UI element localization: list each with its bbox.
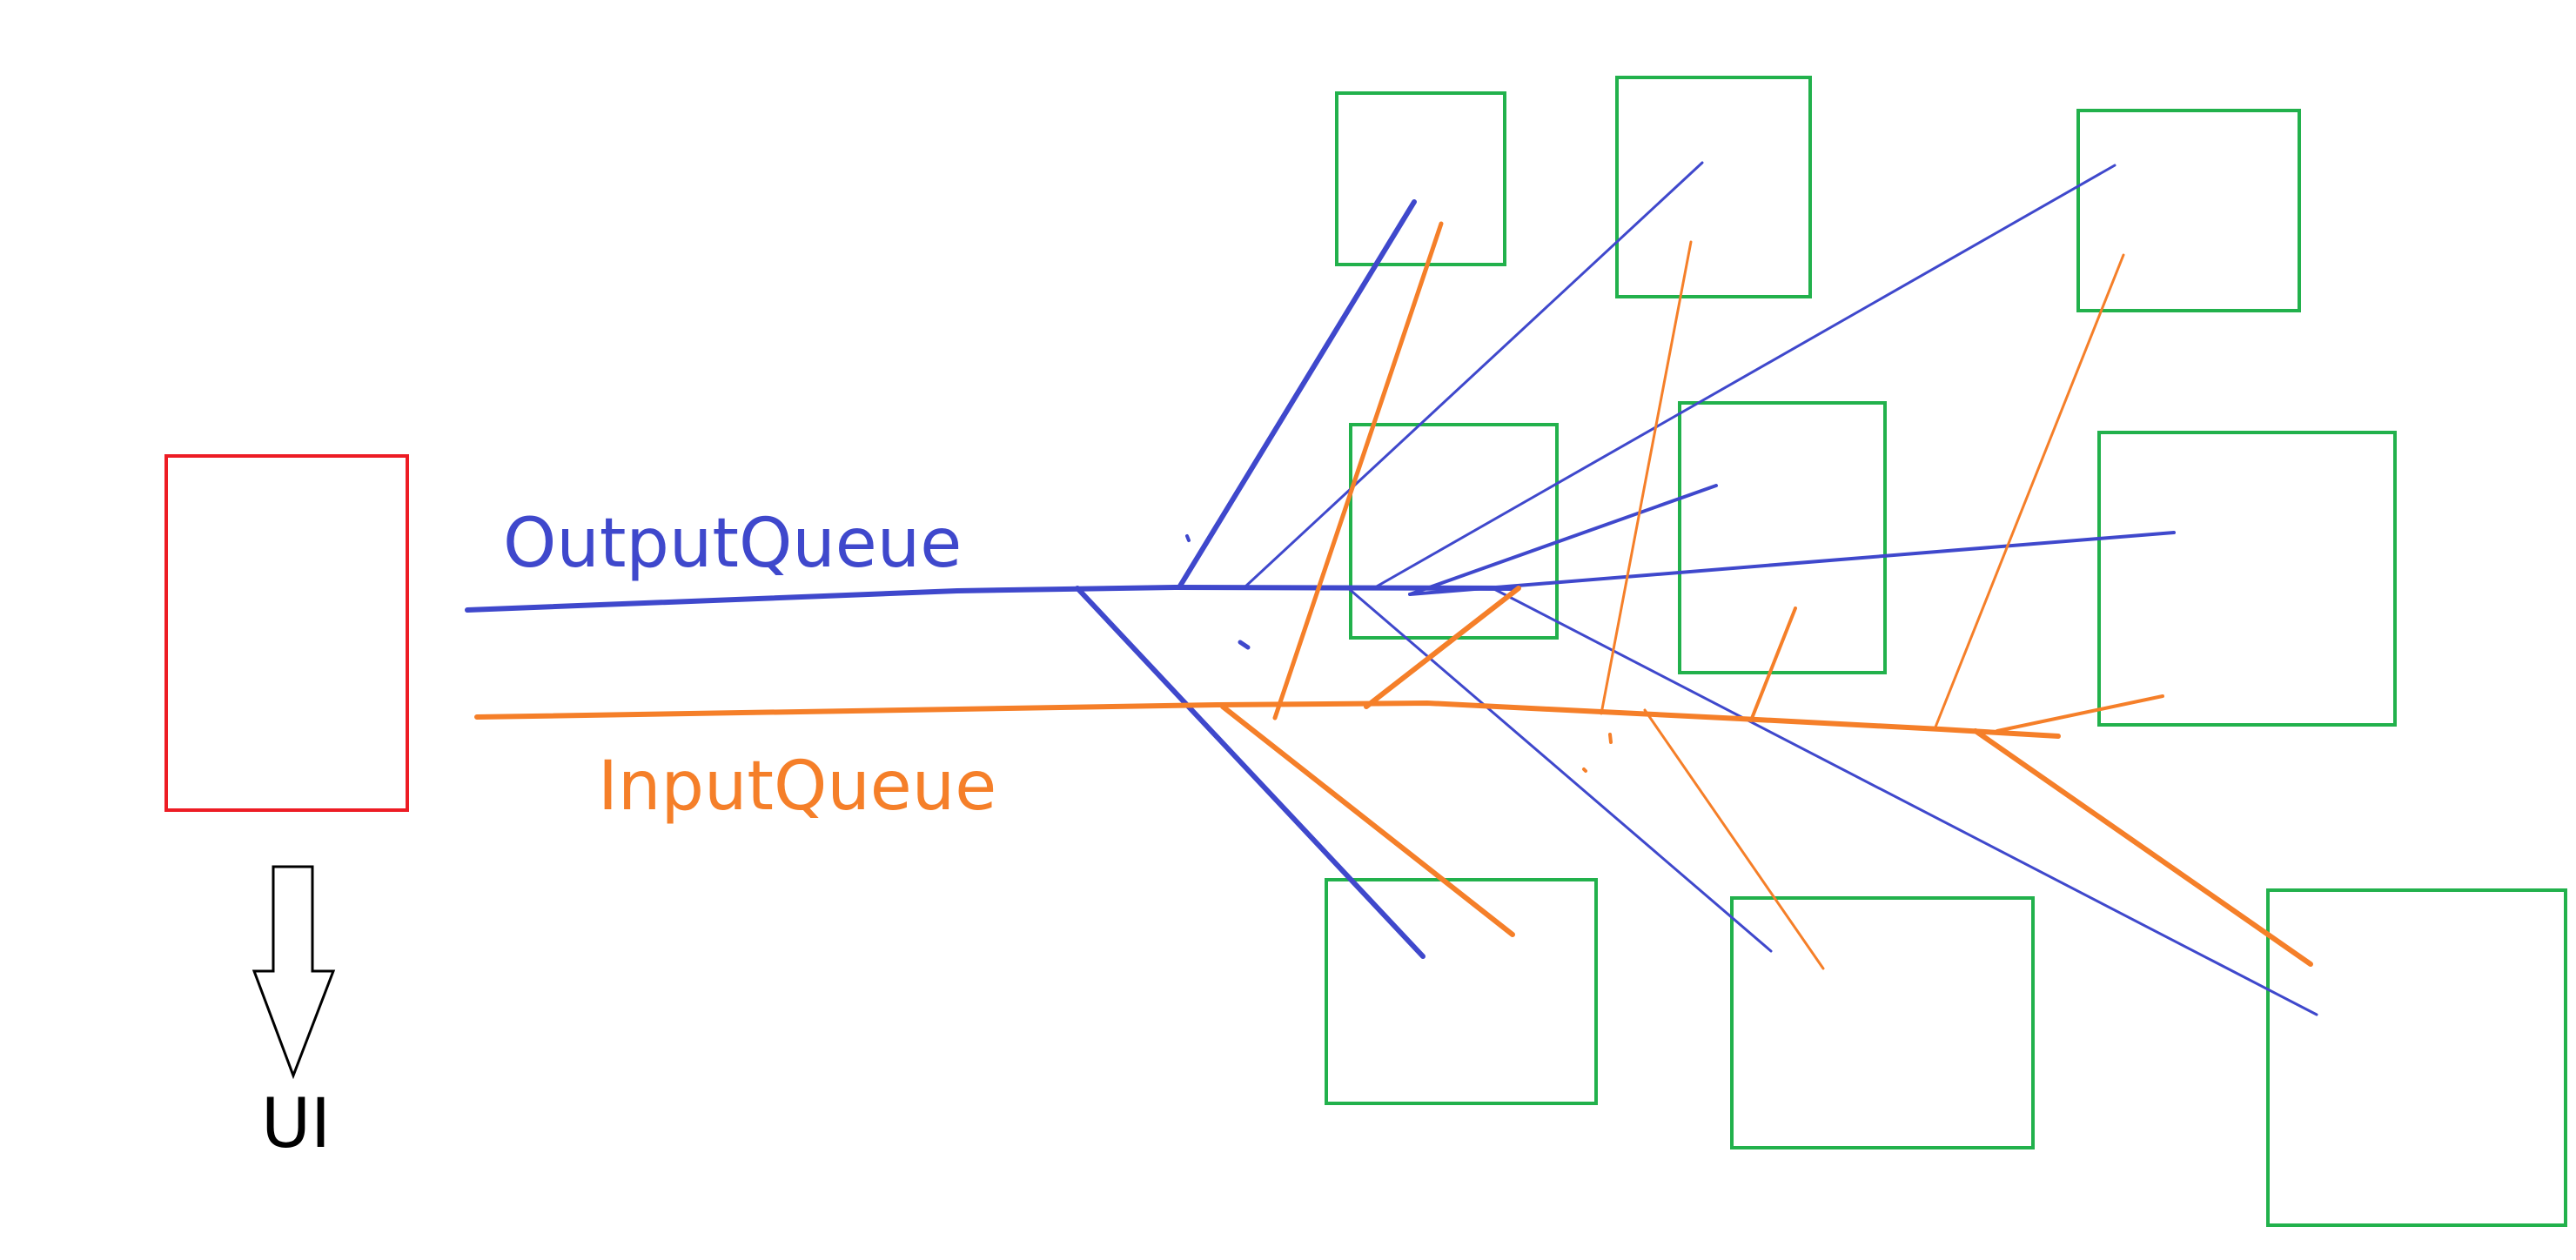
pen-stroke-mark	[1238, 640, 1251, 650]
input-queue-label: InputQueue	[598, 747, 996, 826]
down-arrow-icon	[252, 865, 336, 1080]
output-queue-label: OutputQueue	[503, 505, 962, 583]
worker-box	[1678, 401, 1887, 674]
worker-box	[2076, 109, 2301, 312]
output-branch	[1345, 586, 1773, 953]
ui-label: UI	[261, 1085, 331, 1163]
worker-box	[2097, 431, 2397, 727]
input-queue	[474, 221, 2313, 970]
output-queue	[465, 161, 2318, 1016]
input-branch	[1643, 708, 1825, 970]
input-branch	[1600, 240, 1693, 715]
output-branch	[1177, 199, 1417, 590]
output-branch	[1491, 586, 2318, 1016]
output-branch	[1408, 484, 1718, 596]
input-branch	[1933, 253, 2125, 731]
output-branch	[1373, 164, 2116, 589]
worker-box	[1335, 91, 1506, 266]
output-queue-line	[465, 585, 1517, 613]
input-branch	[1973, 728, 2313, 967]
ui-component-box	[164, 454, 409, 812]
pen-stroke-mark	[1185, 534, 1191, 542]
output-branch	[1408, 531, 2176, 596]
worker-box	[1730, 896, 2035, 1149]
output-branch	[1075, 586, 1426, 959]
input-branch	[1272, 221, 1444, 720]
worker-box	[2266, 888, 2567, 1227]
input-branch	[1996, 694, 2164, 733]
input-queue-line	[474, 700, 2061, 739]
input-branch	[1364, 586, 1521, 709]
pen-stroke-mark	[1608, 733, 1613, 744]
worker-box	[1325, 878, 1598, 1105]
pen-stroke-mark	[1582, 767, 1587, 773]
input-branch	[1749, 607, 1797, 722]
worker-box	[1615, 76, 1812, 298]
input-branch	[1220, 704, 1515, 937]
output-branch	[1243, 161, 1704, 589]
worker-boxes	[1325, 76, 2567, 1227]
